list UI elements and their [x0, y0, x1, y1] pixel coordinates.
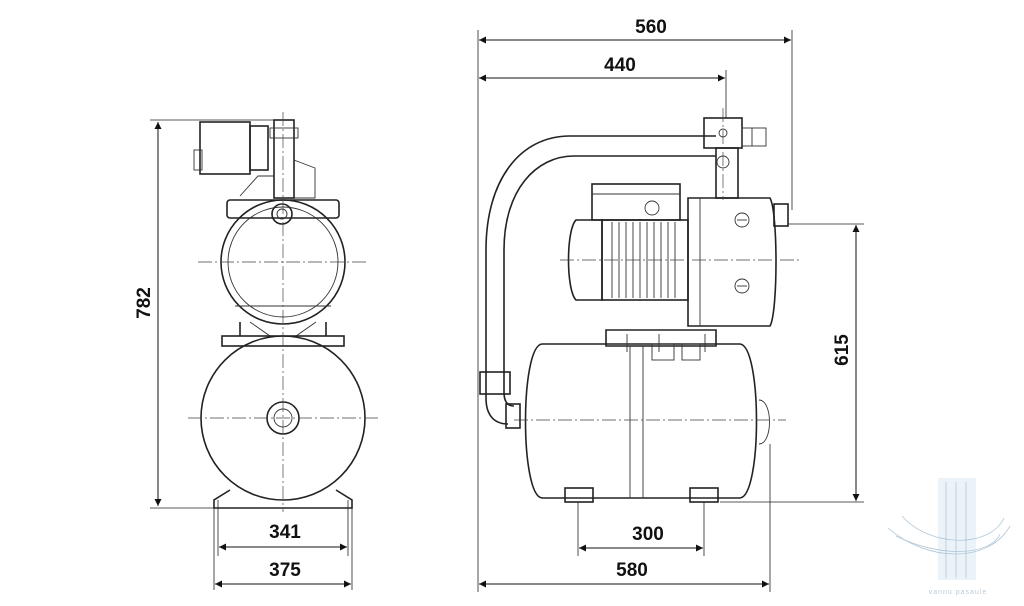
front-pressure-switch: [199, 121, 251, 175]
dim-label-615: 615: [832, 334, 853, 366]
dim-label-782: 782: [134, 287, 155, 319]
side-hose: [485, 135, 716, 425]
side-terminal-box: [591, 183, 681, 221]
side-foot-left: [564, 487, 594, 503]
side-tank-inlet: [505, 403, 521, 429]
side-tank: [524, 343, 758, 499]
watermark-text: vannu pasaule: [929, 589, 988, 596]
side-pump-housing: [687, 197, 777, 327]
side-view: [479, 108, 800, 503]
watermark-logo: vannu pasaule: [887, 478, 1011, 596]
dim-label-375: 375: [269, 560, 301, 581]
side-motor-cap: [567, 219, 603, 301]
dim-label-300: 300: [632, 524, 664, 545]
side-outlet-port: [773, 203, 789, 227]
dim-label-341: 341: [269, 522, 301, 543]
dimension-lines: [150, 30, 864, 592]
side-foot-right: [689, 487, 719, 503]
front-outlet-pipe: [273, 119, 295, 199]
front-inlet-port: [271, 203, 293, 225]
front-view: [188, 112, 378, 512]
dimension-labels: 782 341 375 560 440 615 300 580: [134, 17, 853, 581]
dim-label-560: 560: [635, 17, 667, 38]
side-hose-fitting: [479, 371, 511, 395]
dim-label-440: 440: [604, 55, 636, 76]
dim-label-580: 580: [616, 560, 648, 581]
